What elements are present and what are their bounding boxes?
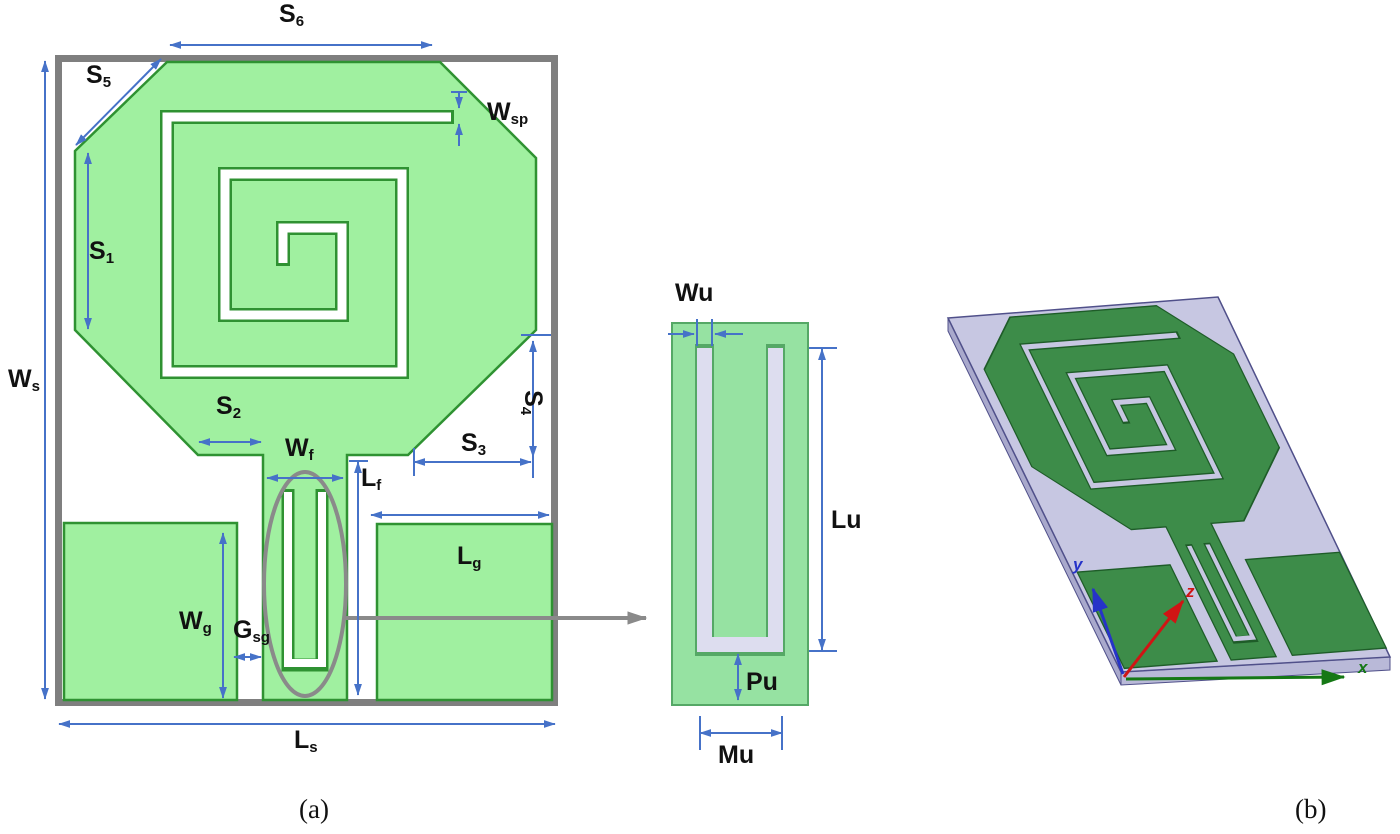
coordinate-axes [1091, 587, 1346, 686]
magnifier-ellipse [262, 470, 348, 698]
ground-plane-left [62, 521, 239, 702]
feed-u-slot [284, 492, 326, 667]
dimension-arrows-detail [668, 319, 837, 750]
dimension-arrows-a [41, 41, 556, 728]
label-Wf: Wf [285, 434, 314, 465]
label-Lg: Lg [457, 542, 482, 573]
label-Ws: Ws [8, 365, 40, 396]
detail-u-slot [697, 348, 783, 652]
label-S3: S3 [461, 429, 487, 460]
label-S5: S5 [86, 61, 112, 92]
z-axis-arrow [1122, 599, 1185, 678]
dim-s5-line [75, 58, 162, 146]
label-Ls: Ls [294, 726, 318, 757]
label-S6: S6 [279, 0, 305, 31]
label-S4: S4 [516, 390, 548, 416]
label-Lf: Lf [361, 464, 382, 495]
label-Gsg: Gsg [233, 616, 270, 647]
y-axis-arrow [1091, 587, 1125, 675]
label-Wg: Wg [179, 607, 212, 638]
spiral-slot [162, 112, 451, 377]
label-Pu: Pu [746, 668, 778, 696]
ground-plane-right-3d [1244, 551, 1388, 657]
label-S2: S2 [216, 392, 242, 423]
label-Lu: Lu [831, 506, 862, 534]
feed-u-slot-3d [1187, 544, 1257, 642]
patch-and-feed [73, 60, 538, 702]
panel-detail-u-slot [668, 319, 837, 750]
caption-b: (b) [1295, 794, 1327, 824]
z-axis-label: z [1186, 582, 1195, 601]
ground-plane-right [375, 522, 554, 702]
label-S1: S1 [89, 237, 115, 268]
panel-b-3d-view [946, 296, 1392, 686]
label-Wsp: Wsp [487, 98, 529, 129]
spiral-slot-3d [1020, 332, 1223, 489]
label-Mu: Mu [718, 741, 755, 769]
caption-a: (a) [299, 794, 329, 824]
panel-a-2d-layout [41, 41, 648, 728]
x-axis-label: x [1358, 658, 1368, 677]
label-Wu: Wu [675, 279, 714, 307]
x-axis-arrow [1125, 669, 1346, 686]
board-copper-pattern [983, 305, 1388, 670]
y-axis-label: y [1073, 555, 1083, 574]
